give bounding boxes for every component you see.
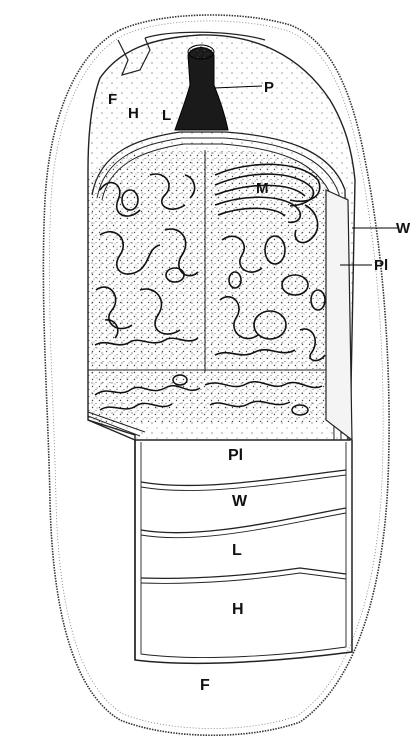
label-plasmalemma-right: Pl <box>374 257 388 274</box>
label-fiber-bottom: F <box>200 677 210 694</box>
label-pore: P <box>264 79 274 96</box>
label-medulla: M <box>256 180 269 197</box>
label-wall-block: W <box>232 493 248 510</box>
organelles-bottom <box>88 370 326 422</box>
band-line-w-l-2 <box>141 513 346 538</box>
label-hyaline-top: H <box>128 105 139 122</box>
block-right-face <box>326 190 352 440</box>
pore-cap <box>188 45 214 59</box>
band-line-w-l <box>141 508 346 533</box>
label-laminated-block: L <box>232 542 242 559</box>
label-plasmalemma-block: Pl <box>228 447 243 464</box>
slab-left-edge <box>88 420 135 660</box>
label-hyaline-block: H <box>232 601 244 618</box>
label-fiber-top: F <box>108 91 117 108</box>
label-laminated-top: L <box>162 107 171 124</box>
label-wall-right: W <box>396 220 411 237</box>
band-line-pl-w <box>141 470 346 485</box>
band-line-l-h <box>141 568 346 578</box>
